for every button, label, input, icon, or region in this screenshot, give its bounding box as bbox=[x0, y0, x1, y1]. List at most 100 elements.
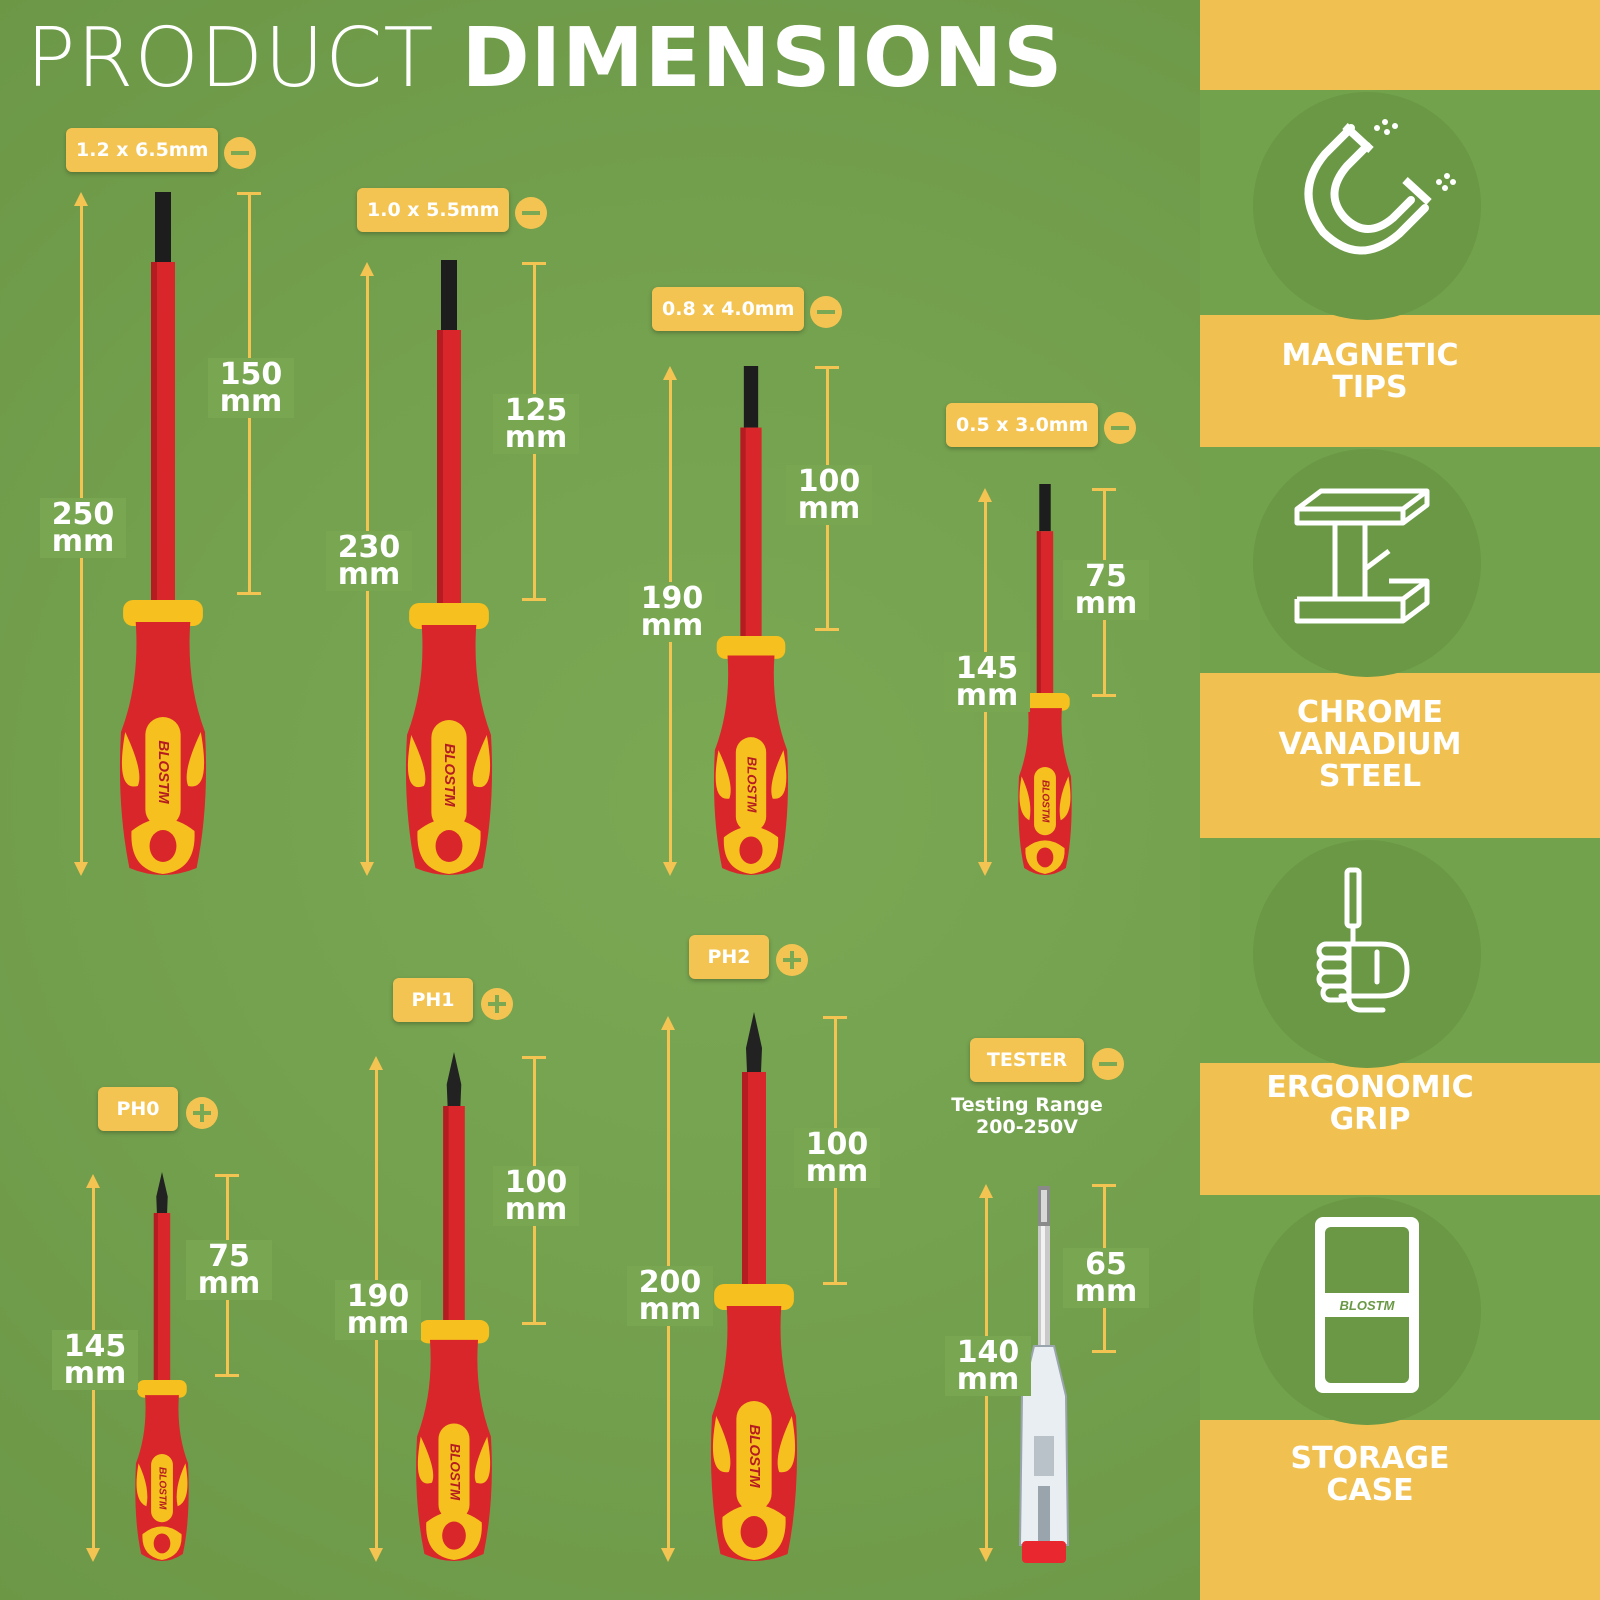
grip-left bbox=[715, 750, 731, 799]
minus-icon bbox=[1104, 412, 1136, 444]
tool-7-total-length-label: 200 mm bbox=[627, 1266, 713, 1326]
plus-icon-vbar bbox=[790, 951, 794, 969]
tool-6-blade-length-label: 100 mm bbox=[493, 1166, 579, 1226]
minus-icon-bar bbox=[817, 310, 835, 314]
hang-hole bbox=[739, 836, 763, 864]
plus-icon-vbar bbox=[200, 1104, 204, 1122]
screwdriver-6: BLOSTM bbox=[416, 1052, 492, 1561]
hang-hole bbox=[153, 1533, 171, 1554]
tool-5-blade-length-cap-bottom bbox=[215, 1374, 239, 1377]
tool-8-tag: TESTER bbox=[970, 1038, 1084, 1082]
tool-3-total-length-arrow-bottom bbox=[663, 862, 677, 876]
steel-beam-icon bbox=[1294, 488, 1430, 624]
feature-label-magnetic: MAGNETIC TIPS bbox=[1281, 338, 1459, 405]
screwdriver-5: BLOSTM bbox=[135, 1172, 189, 1561]
page-title: PRODUCT DIMENSIONS bbox=[26, 18, 1063, 100]
handle-brand-text: BLOSTM bbox=[157, 1467, 168, 1510]
tester-internal bbox=[1038, 1486, 1050, 1546]
screwdriver-4: BLOSTM bbox=[1018, 484, 1072, 875]
shaft-shade bbox=[1036, 531, 1041, 693]
grip-center bbox=[151, 1454, 173, 1523]
handle-brand-text: BLOSTM bbox=[745, 757, 760, 814]
handle-collar bbox=[123, 600, 203, 626]
plus-icon bbox=[481, 988, 513, 1020]
tester-cap bbox=[1022, 1541, 1066, 1563]
handle-brand-text: BLOSTM bbox=[746, 1424, 763, 1488]
minus-icon-bar bbox=[522, 211, 540, 215]
grip-center bbox=[438, 1423, 470, 1521]
storage-case-icon: BLOSTM bbox=[1315, 1217, 1419, 1393]
minus-icon bbox=[224, 137, 256, 169]
tool-6-blade-length-cap-bottom bbox=[522, 1322, 546, 1325]
tool-4-total-length-arrow-top bbox=[978, 488, 992, 502]
tool-2-blade-length-label: 125 mm bbox=[493, 394, 579, 454]
tool-8-subtitle: Testing Range 200-250V bbox=[951, 1094, 1103, 1138]
tool-4-total-length-label: 145 mm bbox=[944, 652, 1030, 712]
tool-1-total-length-arrow-top bbox=[74, 192, 88, 206]
tool-3-total-length-label: 190 mm bbox=[629, 582, 715, 642]
tool-5-tag: PH0 bbox=[98, 1087, 178, 1131]
tool-6-tag: PH1 bbox=[393, 978, 473, 1022]
grip-center bbox=[736, 1401, 772, 1511]
shaft-shade bbox=[443, 1106, 449, 1320]
grip-center bbox=[431, 720, 467, 830]
tool-7-blade-length-label: 100 mm bbox=[794, 1128, 880, 1188]
plus-icon bbox=[776, 944, 808, 976]
slotted-tip bbox=[155, 192, 171, 262]
tool-7-blade-length-cap-bottom bbox=[823, 1282, 847, 1285]
screwdriver-2: BLOSTM bbox=[405, 260, 493, 875]
tool-7-total-length-arrow-top bbox=[661, 1016, 675, 1030]
tester-shaft-shine bbox=[1041, 1226, 1045, 1346]
tester-window bbox=[1034, 1436, 1054, 1476]
magnet-icon bbox=[1304, 119, 1456, 255]
tool-3-total-length-arrow-top bbox=[663, 366, 677, 380]
hang-hole bbox=[149, 830, 177, 862]
hang-hole bbox=[442, 1521, 466, 1550]
tool-5-total-length-label: 145 mm bbox=[52, 1330, 138, 1390]
tester-tip-shine bbox=[1041, 1190, 1047, 1222]
minus-icon-bar bbox=[231, 151, 249, 155]
slotted-tip bbox=[1039, 484, 1051, 532]
title-bold: DIMENSIONS bbox=[461, 11, 1064, 106]
handle-collar bbox=[716, 636, 786, 659]
feature-circle-steel bbox=[1253, 449, 1481, 677]
handle-collar bbox=[409, 603, 489, 629]
tool-5-total-length-arrow-bottom bbox=[86, 1548, 100, 1562]
tool-3-tag: 0.8 x 4.0mm bbox=[652, 287, 805, 331]
tool-8-total-length-arrow-top bbox=[979, 1184, 993, 1198]
handle-brand-text: BLOSTM bbox=[447, 1443, 462, 1501]
minus-icon-bar bbox=[1099, 1062, 1117, 1066]
phillips-tip bbox=[446, 1052, 462, 1106]
handle-brand-text: BLOSTM bbox=[155, 740, 172, 804]
tool-6-total-length-label: 190 mm bbox=[335, 1280, 421, 1340]
tool-7-total-length-arrow-bottom bbox=[661, 1548, 675, 1562]
grip-right bbox=[777, 1416, 796, 1473]
shaft-shade bbox=[742, 1072, 748, 1284]
grip-center bbox=[1034, 767, 1056, 836]
shaft-insulation bbox=[1036, 531, 1054, 693]
tool-6-total-length-arrow-bottom bbox=[369, 1548, 383, 1562]
tool-1-tag: 1.2 x 6.5mm bbox=[66, 128, 219, 172]
grip-right bbox=[176, 1463, 188, 1507]
plus-icon-vbar bbox=[495, 995, 499, 1013]
grip-right bbox=[474, 1436, 491, 1484]
tool-5-blade-length-label: 75 mm bbox=[186, 1240, 272, 1300]
tool-8-total-length-label: 140 mm bbox=[945, 1336, 1031, 1396]
feature-circle-grip bbox=[1253, 840, 1481, 1068]
plus-icon bbox=[186, 1097, 218, 1129]
grip-center bbox=[145, 717, 181, 827]
handle-collar bbox=[137, 1380, 187, 1398]
tool-8-blade-length-cap-bottom bbox=[1092, 1350, 1116, 1353]
feature-label-grip: ERGONOMIC GRIP bbox=[1266, 1070, 1474, 1137]
handle-collar bbox=[418, 1320, 490, 1344]
shaft-shade bbox=[740, 427, 746, 636]
grip-left bbox=[121, 732, 140, 787]
tool-1-blade-length-cap-bottom bbox=[237, 592, 261, 595]
grip-right bbox=[472, 735, 491, 788]
phillips-tip bbox=[746, 1012, 762, 1072]
tool-5-total-length-arrow-top bbox=[86, 1174, 100, 1188]
tool-7-tag: PH2 bbox=[689, 935, 769, 979]
tool-4-total-length-arrow-bottom bbox=[978, 862, 992, 876]
tool-3-blade-length-cap-bottom bbox=[815, 628, 839, 631]
